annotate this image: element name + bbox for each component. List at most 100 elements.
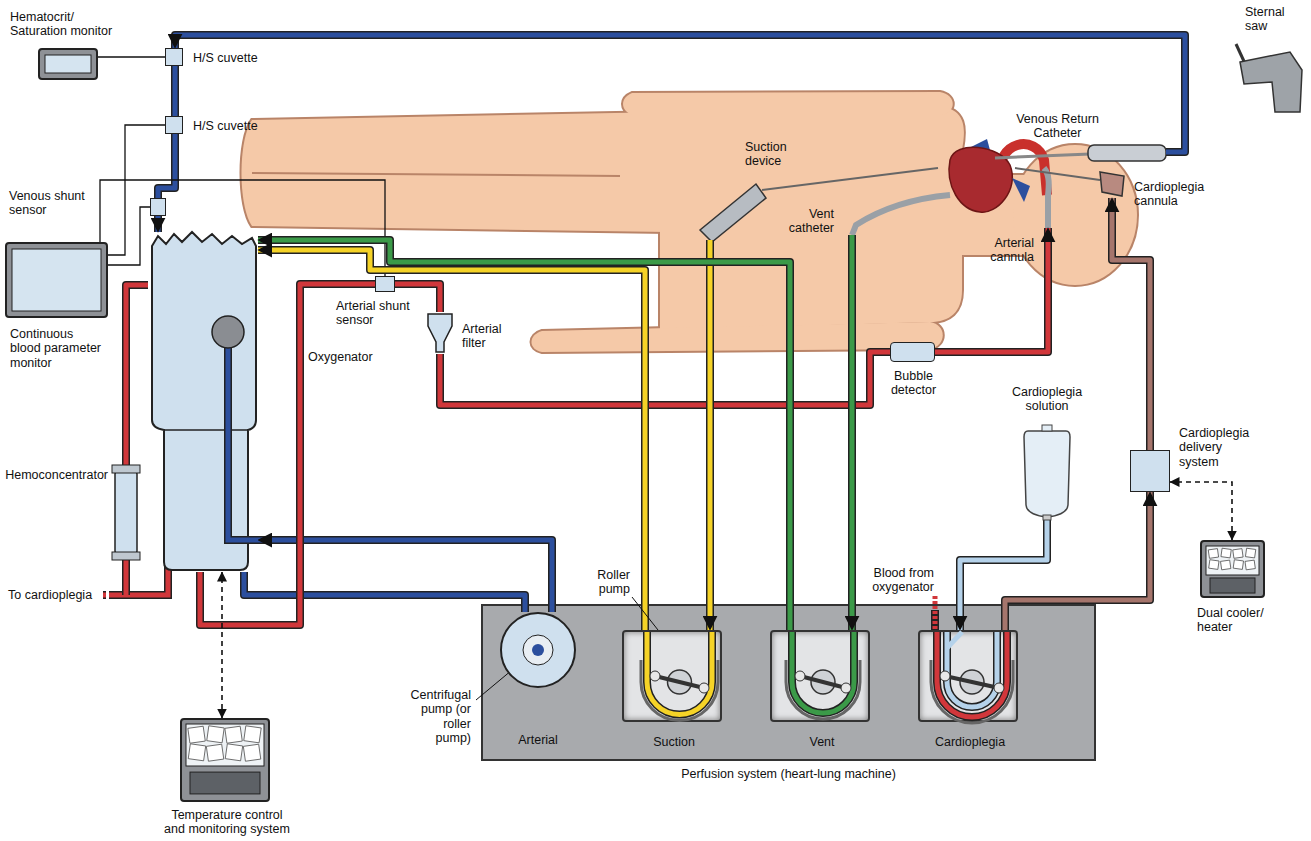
tube-outline <box>126 285 148 465</box>
tubing <box>175 66 176 116</box>
heat-exchange-link <box>1170 482 1232 540</box>
solution-bag-shape <box>1022 425 1072 520</box>
part-label: Arterial <box>488 733 588 747</box>
signal-wire <box>108 125 165 255</box>
suction-tip <box>762 168 938 190</box>
arterial-cannula: Arterial cannula <box>1036 195 1060 228</box>
tubing <box>1112 198 1150 450</box>
dashed-link <box>221 572 223 718</box>
temperature-unit: Temperature control and monitoring syste… <box>180 718 270 802</box>
oxygenator-shape <box>148 232 258 572</box>
arterial-cannula-tube <box>1044 168 1049 228</box>
oxygenator: Oxygenator <box>148 232 258 572</box>
tube-outline <box>1112 198 1150 450</box>
centrifugal-pump: Arterial <box>500 612 576 688</box>
tube <box>200 284 375 625</box>
shunt-sensor: Arterial shunt sensor <box>375 276 395 292</box>
part-label: Venous Return Catheter <box>1010 112 1105 141</box>
part-label: Temperature control and monitoring syste… <box>161 808 293 837</box>
tube-outline <box>258 240 790 630</box>
cardioplegia-cannula: Cardioplegia cannula <box>1098 168 1126 198</box>
tubing <box>244 572 525 612</box>
solution-bag: Cardioplegia solution <box>1022 425 1072 520</box>
tube <box>258 250 645 630</box>
tube-outline <box>258 250 645 630</box>
cuvette: H/S cuvette <box>165 48 183 66</box>
tube <box>258 240 790 630</box>
tube-outline <box>158 134 175 198</box>
venous-catheter: Venous Return Catheter <box>1088 144 1166 162</box>
patient-body <box>242 92 1138 352</box>
part-label: Arterial shunt sensor <box>336 299 421 328</box>
dashed-link <box>1170 482 1232 540</box>
cardioplegia-cannula <box>1100 172 1124 196</box>
callout-label: Blood from oxygenator <box>866 566 934 595</box>
vent-catheter: Vent catheter <box>840 205 870 235</box>
tube <box>173 66 178 116</box>
part-label: Venous shunt sensor <box>9 189 99 218</box>
part-label: Bubble detector <box>886 369 941 398</box>
hemoconcentrator: Hemoconcentrator <box>112 465 140 560</box>
wire <box>108 207 150 265</box>
hematocrit-monitor: Hematocrit/ Saturation monitor <box>38 48 98 80</box>
tube-outline <box>154 216 162 232</box>
delivery-system: Cardioplegia delivery system <box>1130 450 1170 492</box>
tube <box>126 285 148 465</box>
tube <box>1112 198 1150 450</box>
part-label: H/S cuvette <box>193 119 258 133</box>
signal-wire <box>98 57 165 58</box>
tubing <box>258 240 790 630</box>
tubing <box>126 285 148 465</box>
suction-device <box>700 184 766 242</box>
shunt-sensor: Venous shunt sensor <box>150 198 166 216</box>
cooler-heater: Dual cooler/ heater <box>1200 540 1265 598</box>
part-label: Dual cooler/ heater <box>1197 606 1272 635</box>
parameter-monitor: Continuous blood parameter monitor <box>5 242 108 318</box>
venous-catheter <box>1088 145 1166 161</box>
tube <box>708 240 713 630</box>
part-label: Vent <box>772 735 872 749</box>
bubble-detector: Bubble detector <box>890 342 935 362</box>
arterial-filter-shape <box>425 312 455 354</box>
centrifugal-pump-shape <box>500 612 576 688</box>
roller-pump-shape <box>624 632 724 724</box>
part-label: Cardioplegia cannula <box>1134 180 1214 209</box>
tube-outline <box>1005 492 1150 630</box>
tube-outline <box>244 572 525 612</box>
tube <box>244 572 525 612</box>
hematocrit-monitor-shape <box>40 50 100 82</box>
part-label: Vent catheter <box>782 207 834 236</box>
heart <box>949 139 1047 212</box>
tube <box>440 352 890 405</box>
part-label: Hemoconcentrator <box>2 468 108 482</box>
part-label: Oxygenator <box>308 350 373 364</box>
wire <box>108 125 165 255</box>
hemoconcentrator-shape <box>112 465 140 560</box>
cuvette: H/S cuvette <box>165 116 183 134</box>
tube-outline <box>175 35 1185 152</box>
tube-outline <box>200 284 375 625</box>
cooler-heater-shape <box>1202 542 1267 600</box>
part-label: Perfusion system (heart-lung machine) <box>482 767 1095 781</box>
vent-catheter-tube <box>852 195 950 235</box>
tubing <box>935 228 1048 352</box>
suction-device: Suction device <box>700 185 765 240</box>
roller-pump-shape <box>920 632 1020 724</box>
tubing <box>258 250 645 630</box>
tube <box>175 35 1185 152</box>
tubing <box>158 134 175 198</box>
tubing <box>175 35 1185 152</box>
part-label: H/S cuvette <box>193 51 258 65</box>
tube <box>156 216 161 232</box>
tube <box>1005 492 1150 630</box>
tubing <box>200 284 375 625</box>
part-label: Hematocrit/ Saturation monitor <box>10 10 122 39</box>
wire <box>98 56 165 57</box>
part-label: Arterial filter <box>462 322 512 351</box>
sternal-saw <box>1236 44 1302 112</box>
tubing <box>1005 492 1150 630</box>
roller-pump-shape <box>772 632 872 724</box>
cardioplegia-cannula-needle <box>1015 168 1100 180</box>
part-label: Suction device <box>745 140 800 169</box>
